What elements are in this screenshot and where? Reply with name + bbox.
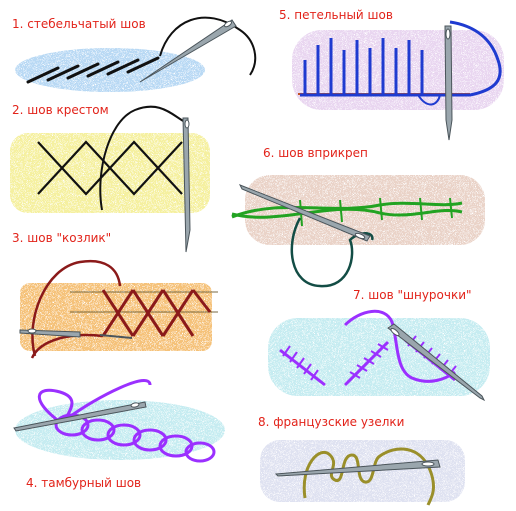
laced-stitch-label: 7. шов "шнурочки": [353, 288, 472, 302]
cross-stitches: [37, 140, 183, 196]
needle-icon: [13, 401, 147, 432]
fabric-swatch: [10, 133, 210, 213]
fabric-swatch: [268, 318, 490, 396]
fabric-swatch: [292, 30, 504, 110]
needle-icon: [182, 117, 191, 253]
chain-stitch-label: 4. тамбурный шов: [26, 476, 142, 490]
stem-stitch-label: 1. стебельчатый шов: [12, 17, 146, 31]
chain-stitch-illustration: [13, 379, 225, 463]
chain-thread: [37, 379, 152, 424]
needle-icon: [238, 184, 371, 242]
needle-icon: [19, 328, 133, 339]
cross-thread: [99, 105, 186, 211]
couching-stitch-label: 6. шов вприкреп: [263, 146, 368, 160]
needle-icon: [444, 25, 453, 141]
cross-stitch-label: 2. шов крестом: [12, 103, 109, 117]
needle-icon: [139, 19, 237, 83]
couching-thread-main: [231, 207, 463, 219]
laced-stitch-illustration: [268, 309, 490, 402]
needle-icon: [387, 323, 486, 402]
herringbone-stitch-label: 3. шов "козлик": [12, 231, 112, 245]
fabric-swatch: [15, 48, 205, 92]
blanket-stitch-label: 5. петельный шов: [279, 8, 393, 22]
cross-stitch-illustration: [10, 105, 210, 253]
blanket-stitches: [303, 38, 424, 95]
blanket-stitch-illustration: [292, 20, 504, 141]
french-knots-label: 8. французские узелки: [258, 415, 405, 429]
herringbone-stitch-illustration: [19, 259, 218, 359]
stem-stitches: [26, 56, 160, 84]
herringbone-stitches: [101, 289, 212, 337]
laced-thread: [343, 309, 456, 383]
couching-stitch-illustration: [231, 175, 485, 288]
stem-stitch-illustration: [15, 16, 257, 92]
needle-icon: [274, 459, 441, 477]
couching-ties: [299, 197, 453, 227]
herringbone-thread: [30, 259, 122, 359]
blanket-thread: [300, 20, 502, 97]
french-knots-illustration: [260, 440, 465, 506]
couching-thread-main: [231, 201, 463, 219]
